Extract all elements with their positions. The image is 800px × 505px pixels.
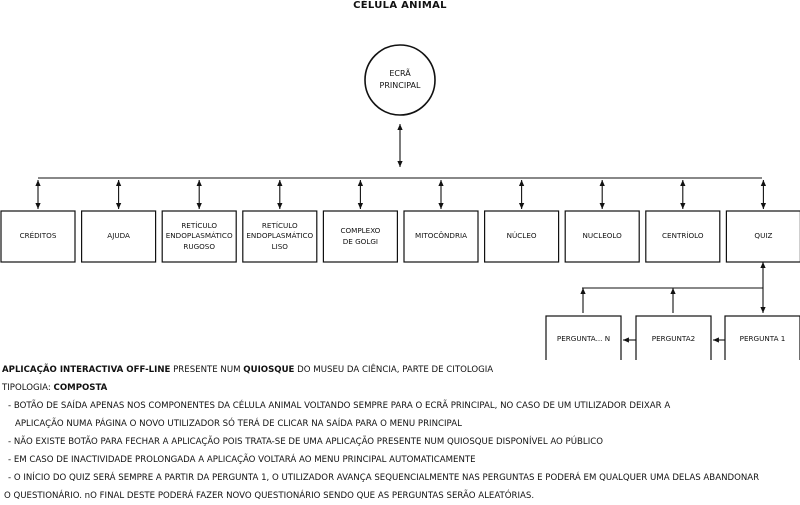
module-node-nucleolo: [564, 210, 640, 263]
note-bullet: - BOTÃO DE SAÍDA APENAS NOS COMPONENTES …: [8, 401, 671, 411]
pergunta-1-node: [724, 315, 800, 360]
notes-line-typology: TIPOLOGIA: COMPOSTA: [2, 379, 798, 397]
module-label-nucleolo: NUCLEOLO: [582, 231, 622, 241]
module-node-nucleo: [484, 210, 560, 263]
pergunta-n-label: PERGUNTA... N: [556, 334, 611, 344]
module-node-ajuda: [80, 210, 157, 263]
museum-text: DO MUSEU DA CIÊNCIA, PARTE DE CITOLOGIA: [294, 365, 494, 375]
pergunta-2-node: [635, 315, 712, 360]
module-node-centriolo: [645, 210, 721, 263]
module-label-complexo-golgi: COMPLEXO DE GOLGI: [340, 226, 381, 246]
note-bullet-cont: APLICAÇÃO NUMA PÁGINA O NOVO UTILIZADOR …: [15, 419, 462, 429]
module-label-quiz: QUIZ: [754, 231, 773, 241]
page-title: CÉLULA ANIMAL: [353, 0, 447, 11]
typology-value: COMPOSTA: [53, 383, 108, 393]
module-label-reticulo-liso: RETÍCULO ENDOPLASMÁTICO LISO: [246, 220, 314, 251]
module-node-mitocondria: [403, 210, 479, 263]
app-type-bold: APLICAÇÃO INTERACTIVA OFF-LINE: [2, 365, 171, 375]
module-label-centriolo: CENTRÍOLO: [662, 231, 704, 241]
note-bullet: - O INÍCIO DO QUIZ SERÁ SEMPRE A PARTIR …: [8, 473, 760, 483]
module-label-reticulo-rugoso: RETÍCULO ENDOPLASMÁTICO RUGOSO: [165, 220, 233, 251]
app-type-text: PRESENTE NUM: [170, 365, 244, 375]
typology-label: TIPOLOGIA:: [2, 383, 54, 393]
note-bullet-cont: O QUESTIONÁRIO. nO FINAL DESTE PODERÁ FA…: [4, 491, 535, 501]
kiosk-bold: QUIOSQUE: [243, 365, 295, 375]
module-label-mitocondria: MITOCÔNDRIA: [415, 231, 467, 241]
pergunta-2-label: PERGUNTA2: [651, 334, 696, 344]
module-label-nucleo: NÚCLEO: [506, 231, 537, 241]
notes: APLICAÇÃO INTERACTIVA OFF-LINE PRESENTE …: [2, 361, 798, 505]
module-label-creditos: CRÉDITOS: [19, 231, 57, 241]
main-screen-label: ECRÃ PRINCIPAL: [379, 69, 421, 90]
flow-diagram: [0, 44, 800, 360]
module-node-reticulo-rugoso: [161, 210, 237, 263]
module-node-quiz: [725, 210, 800, 263]
notes-line-app: APLICAÇÃO INTERACTIVA OFF-LINE PRESENTE …: [2, 361, 798, 379]
module-node-creditos: [0, 210, 76, 263]
pergunta-1-label: PERGUNTA 1: [739, 334, 786, 344]
main-screen-node: [364, 44, 436, 116]
pergunta-n-node: [545, 315, 622, 360]
module-label-ajuda: AJUDA: [107, 231, 130, 241]
module-node-reticulo-liso: [242, 210, 318, 263]
note-bullet: - NÃO EXISTE BOTÃO PARA FECHAR A APLICAÇ…: [8, 437, 604, 447]
module-node-complexo-golgi: [322, 210, 398, 263]
note-bullet: - EM CASO DE INACTIVIDADE PROLONGADA A A…: [8, 455, 476, 465]
